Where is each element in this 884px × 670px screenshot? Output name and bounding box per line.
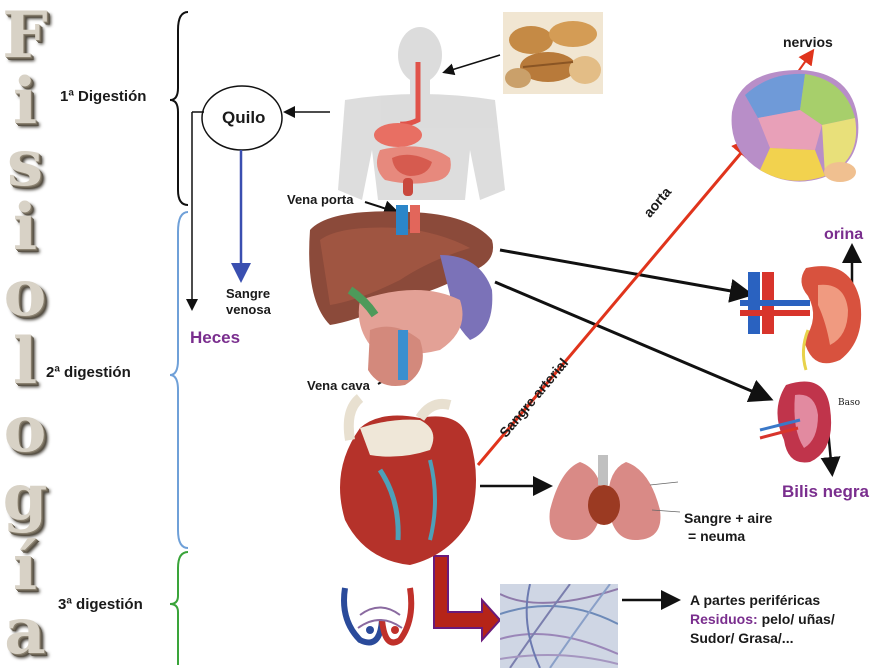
residuos-items-2: Sudor/ Grasa/... [690, 630, 793, 646]
residuos-line: Residuos: pelo/ uñas/ [690, 611, 835, 627]
stage-first-label: 1ª Digestión [60, 88, 146, 105]
stage-second-label: 2ª digestión [46, 364, 131, 381]
sangre-aire-label-2: = neuma [688, 528, 745, 544]
stage-third-label: 3ª digestión [58, 596, 143, 613]
quilo-label: Quilo [222, 108, 265, 128]
orina-label: orina [824, 226, 863, 244]
residuos-label: Residuos: [690, 611, 758, 627]
vena-cava-label: Vena cava [307, 378, 370, 393]
tissue-fibers-image [500, 584, 618, 668]
residuos-items-1: pelo/ uñas/ [762, 611, 835, 627]
sangre-aire-label-1: Sangre + aire [684, 510, 772, 526]
bilis-negra-label: Bilis negra [782, 482, 869, 502]
heces-label: Heces [190, 328, 240, 348]
nervios-label: nervios [783, 34, 833, 50]
partes-perifericas-label: A partes periféricas [690, 592, 820, 608]
vena-porta-label: Vena porta [287, 192, 353, 207]
sangre-venosa-label-2: venosa [226, 302, 271, 317]
sangre-venosa-label-1: Sangre [226, 286, 270, 301]
baso-label: Baso [838, 398, 860, 408]
